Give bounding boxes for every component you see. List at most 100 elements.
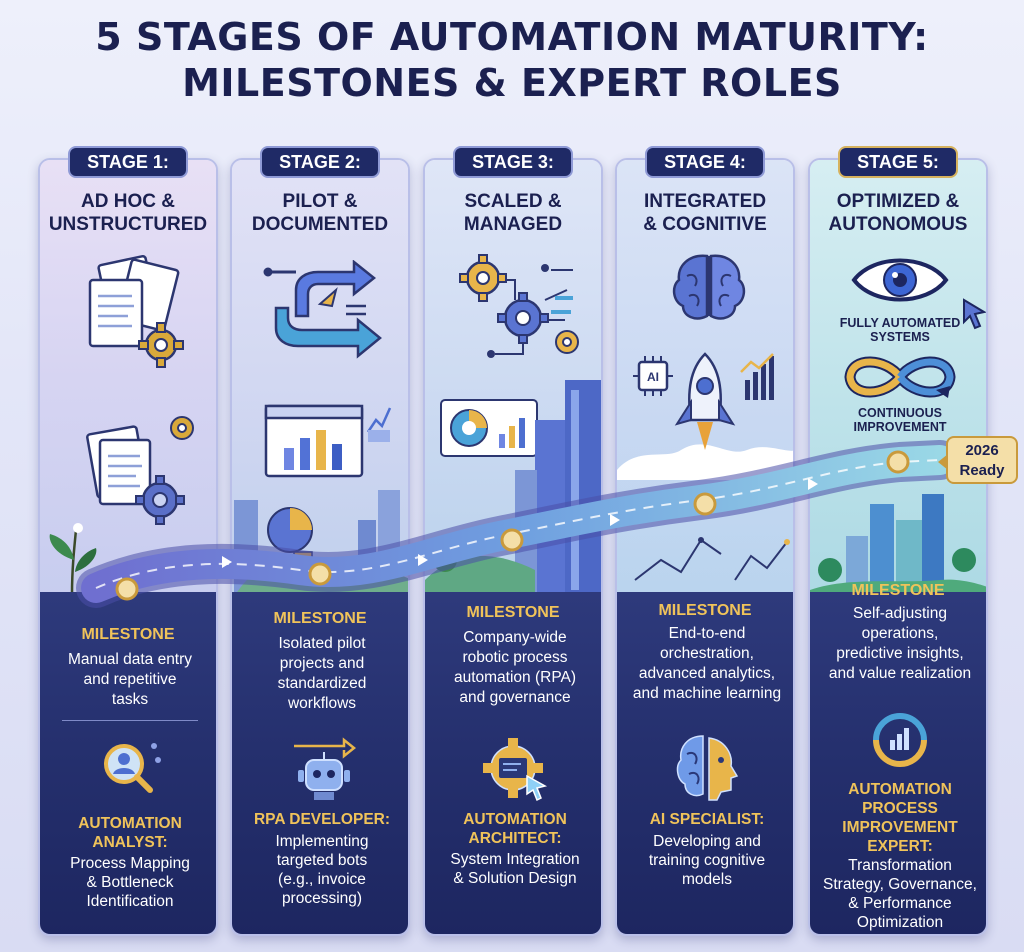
stage-1-name-line-1: AD HOC &	[81, 191, 175, 212]
stage-5-role-text-line: & Performance	[848, 895, 952, 912]
stage-4-role-title-line: AI SPECIALIST:	[649, 811, 765, 828]
stage-3-milestone-line: automation (RPA)	[453, 669, 577, 686]
stage-3-illustration-area: SCALED & MANAGED	[425, 160, 601, 600]
svg-text:AI: AI	[647, 370, 659, 384]
eye-icon	[851, 258, 949, 302]
stage-4-name-line-1: INTEGRATED	[643, 191, 767, 212]
stage-5-role-text-line: Strategy, Governance,	[823, 876, 977, 893]
stage-5-role-title-line: PROCESS	[862, 800, 938, 817]
stage-5-role-title-line: EXPERT:	[867, 838, 933, 855]
stage-3-panel: SCALED & MANAGED	[423, 158, 603, 936]
stage-5-role-text: Transformation Strategy, Governance, & P…	[814, 856, 986, 932]
infinity-icon	[844, 356, 956, 398]
stage-2-milestone-line: Isolated pilot	[278, 635, 366, 652]
stage-4-milestone-text: End-to-end orchestration, advanced analy…	[625, 624, 789, 704]
line-chart-icon	[634, 537, 790, 581]
stage-2-role-text-line: (e.g., invoice	[278, 871, 366, 888]
stage-5-milestone-line: and value realization	[828, 665, 972, 682]
stage-5-role-text-line: Transformation	[848, 857, 952, 874]
skyscraper-icon	[425, 380, 601, 600]
flow-arrows-icon	[263, 260, 382, 359]
ready-badge-label: Ready	[959, 462, 1005, 479]
stage-1-role-text-line: & Bottleneck	[86, 874, 174, 891]
city-icon	[232, 490, 408, 600]
stage-4-role-text-line: Developing and	[653, 833, 761, 850]
stage-3-details: MILESTONE Company-wide robotic process a…	[425, 592, 601, 934]
stage-3-name-line-1: SCALED &	[464, 191, 562, 212]
stage-2-role-title-line: RPA DEVELOPER:	[253, 811, 391, 828]
plant-icon	[49, 523, 97, 594]
rocket-icon	[617, 352, 793, 480]
stage-2-details: MILESTONE Isolated pilot projects and st…	[232, 592, 408, 934]
stage-5-details: MILESTONE Self-adjusting operations, pre…	[810, 582, 986, 934]
stage-1-milestone-line: tasks	[111, 691, 149, 708]
stage-1-milestone-text: Manual data entry and repetitive tasks	[48, 650, 212, 710]
stage-1-role-title-line: AUTOMATION	[78, 815, 182, 832]
brain-icon	[672, 254, 746, 320]
stage-1-name: AD HOC & UNSTRUCTURED	[40, 190, 216, 236]
robot-icon	[294, 737, 357, 800]
ai-chip-icon: AI	[633, 356, 673, 396]
stage-2-milestone-text: Isolated pilot projects and standardized…	[240, 634, 404, 714]
stage-1-milestone-line: Manual data entry	[67, 651, 193, 668]
stage-5-name-line-1: OPTIMIZED &	[836, 191, 960, 212]
gear-cursor-icon	[483, 738, 548, 802]
bar-chart-icon	[264, 404, 392, 478]
stage-2-name: PILOT & DOCUMENTED	[232, 190, 408, 236]
stage-1-role-text-line: Identification	[86, 893, 174, 910]
stage-5-name-line-2: AUTONOMOUS	[828, 214, 968, 235]
stage-1-role-title-line: ANALYST:	[92, 834, 168, 851]
stage-1-role-title: AUTOMATION ANALYST:	[44, 814, 216, 852]
stage-2-illustration-area: PILOT & DOCUMENTED	[232, 160, 408, 600]
stage-1-role-text: Process Mapping & Bottleneck Identificat…	[44, 854, 216, 911]
stage-4-milestone-line: orchestration,	[660, 645, 754, 662]
stage-3-role-text-line: System Integration	[450, 851, 580, 868]
stage-5-role-title: AUTOMATION PROCESS IMPROVEMENT EXPERT:	[814, 780, 986, 856]
ai-head-icon	[676, 735, 739, 801]
continuous-improvement-line: CONTINUOUS	[857, 406, 943, 420]
stage-1-details: MILESTONE Manual data entry and repetiti…	[40, 592, 216, 934]
stage-2-role-title: RPA DEVELOPER:	[236, 810, 408, 829]
stage-4-role-title: AI SPECIALIST:	[621, 810, 793, 829]
stage-1-milestone-label: MILESTONE	[81, 626, 175, 643]
title-line-2: MILESTONES & EXPERT ROLES	[182, 61, 842, 105]
stage-2-badge: STAGE 2:	[260, 146, 380, 178]
stage-2-name-line-2: DOCUMENTED	[251, 214, 389, 235]
continuous-improvement-label: CONTINUOUS IMPROVEMENT	[820, 406, 980, 434]
stage-4-role-text: Developing and training cognitive models	[621, 832, 793, 889]
stage-5-illustration-area: OPTIMIZED & AUTONOMOUS FULLY AUTOMATED S…	[810, 160, 986, 600]
magnifier-person-icon	[104, 743, 161, 793]
stage-4-milestone-line: and machine learning	[632, 685, 782, 702]
stage-2-milestone-line: workflows	[287, 695, 357, 712]
stage-5-milestone-line: predictive insights,	[836, 645, 964, 662]
stage-4-milestone-line: End-to-end	[668, 625, 746, 642]
stage-5-role-text-line: Optimization	[856, 914, 944, 931]
stage-5-badge: STAGE 5:	[838, 146, 958, 178]
stage-2-role-text-line: targeted bots	[276, 852, 368, 869]
stage-1-name-line-2: UNSTRUCTURED	[48, 214, 208, 235]
stage-2-panel: PILOT & DOCUMENTED	[230, 158, 410, 936]
stage-2-role-text: Implementing targeted bots (e.g., invoic…	[236, 832, 408, 908]
stage-4-badge: STAGE 4:	[645, 146, 765, 178]
stage-4-name-line-2: & COGNITIVE	[643, 214, 767, 235]
stage-4-role-text-line: training cognitive	[648, 852, 766, 869]
stage-3-name: SCALED & MANAGED	[425, 190, 601, 236]
stage-5-milestone-label: MILESTONE	[851, 582, 945, 599]
stage-1-role-text-line: Process Mapping	[70, 855, 190, 872]
stage-2-name-line-1: PILOT &	[282, 191, 358, 212]
stage-4-panel: INTEGRATED & COGNITIVE AI	[615, 158, 795, 936]
stage-3-milestone-text: Company-wide robotic process automation …	[433, 628, 597, 708]
stage-3-milestone-line: and governance	[459, 689, 571, 706]
stage-3-milestone-line: robotic process	[462, 649, 568, 666]
stage-3-role-title-line: ARCHITECT:	[468, 830, 562, 847]
stage-4-name: INTEGRATED & COGNITIVE	[617, 190, 793, 236]
stage-3-role-text-line: & Solution Design	[453, 870, 577, 887]
stage-4-milestone-label: MILESTONE	[658, 602, 752, 619]
stage-5-milestone-line: operations,	[861, 625, 939, 642]
stage-5-role-title-line: AUTOMATION	[848, 781, 952, 798]
title-line-1: 5 STAGES OF AUTOMATION MATURITY:	[95, 15, 929, 59]
ready-2026-badge: 2026 Ready	[938, 436, 1018, 484]
stage-3-milestone-label: MILESTONE	[466, 604, 560, 621]
continuous-improvement-line: IMPROVEMENT	[853, 420, 947, 434]
stage-5-milestone-line: Self-adjusting	[853, 605, 947, 622]
